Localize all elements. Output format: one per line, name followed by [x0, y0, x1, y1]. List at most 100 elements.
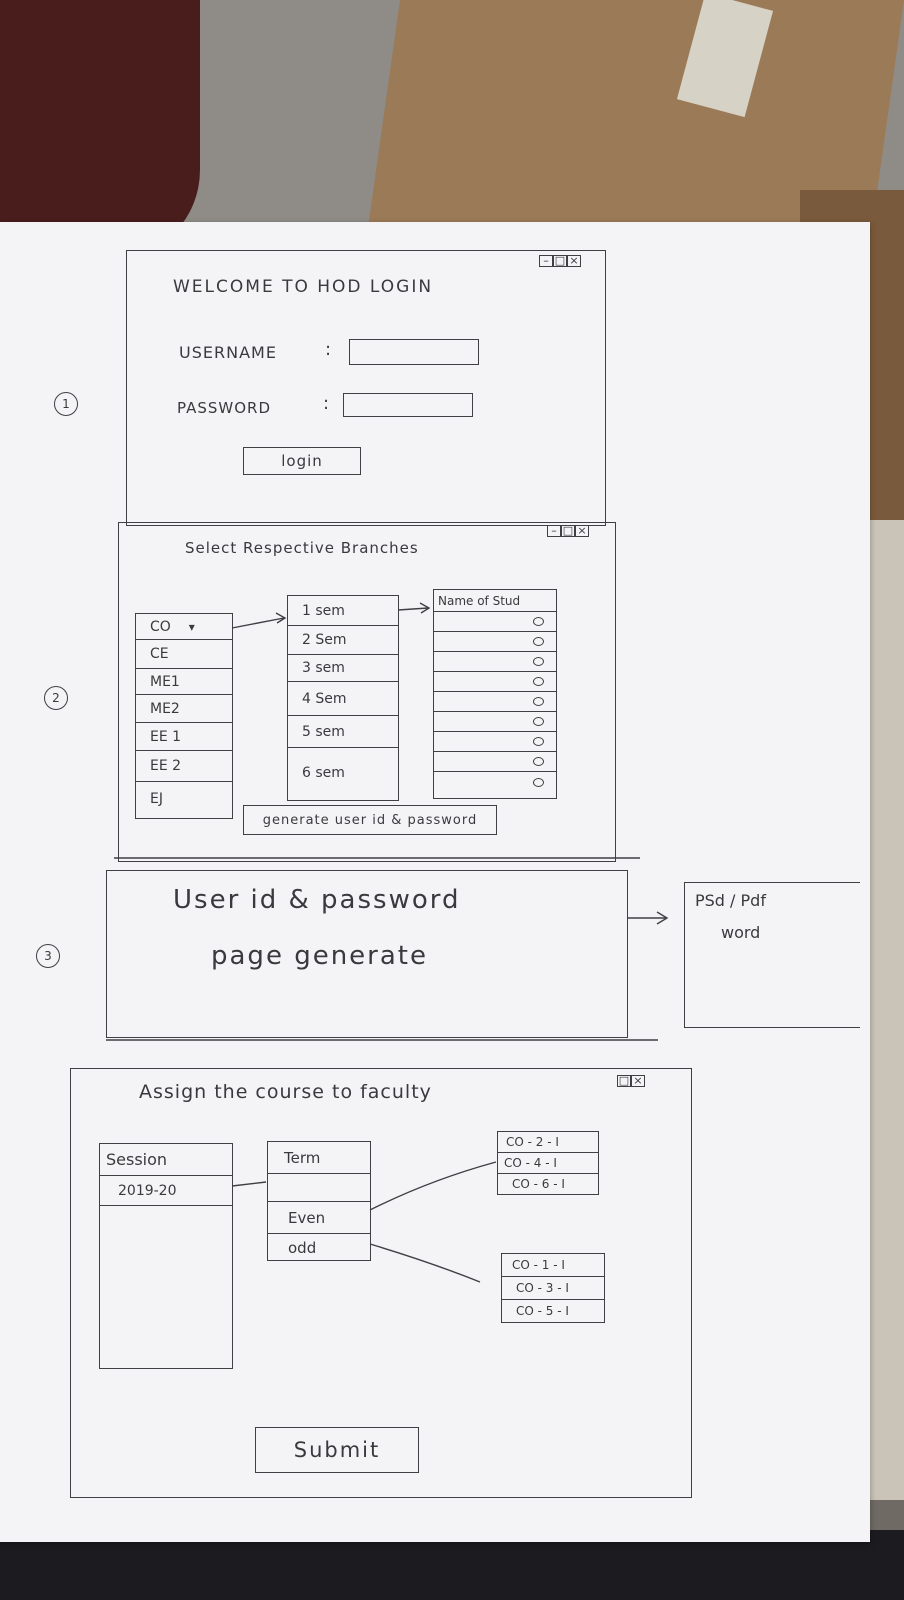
term-item-blank[interactable] — [268, 1174, 370, 1202]
userid-page-line2: page generate — [211, 941, 428, 971]
branch-item-me2[interactable]: ME2 — [136, 695, 232, 723]
radio-icon[interactable] — [533, 677, 544, 686]
connector-lines — [106, 602, 669, 1283]
password-input[interactable] — [343, 393, 473, 417]
radio-icon[interactable] — [533, 757, 544, 766]
login-button[interactable]: login — [243, 447, 361, 475]
password-label: PASSWORD — [177, 399, 272, 417]
semester-item-4[interactable]: 4 Sem — [288, 682, 398, 716]
arrow-head-icon — [656, 911, 669, 925]
student-row[interactable] — [434, 672, 556, 692]
semester-item-5[interactable]: 5 sem — [288, 716, 398, 748]
branch-item-ej[interactable]: EJ — [150, 791, 163, 807]
userid-page-line1: User id & password — [173, 885, 461, 915]
export-format-line2: word — [721, 923, 761, 942]
student-row[interactable] — [434, 692, 556, 712]
close-icon[interactable]: × — [575, 525, 589, 537]
branch-list: CO ▾ CE ME1 ME2 EE 1 EE 2 EJ — [135, 613, 233, 819]
login-title: WELCOME TO HOD LOGIN — [173, 277, 434, 297]
branch-item-ce[interactable]: CE — [136, 640, 232, 669]
window-controls: □ × — [617, 1075, 645, 1087]
student-row[interactable] — [434, 752, 556, 772]
step-number-1: 1 — [54, 392, 78, 416]
arrow-head-icon — [419, 602, 431, 614]
submit-button[interactable]: Submit — [255, 1427, 419, 1473]
paper-sheet: 1 WELCOME TO HOD LOGIN – □ × USERNAME : … — [0, 222, 870, 1542]
semester-item-3[interactable]: 3 sem — [288, 655, 398, 682]
semester-to-students-arrow — [397, 607, 429, 611]
step-number-3: 3 — [36, 944, 60, 968]
term-item-odd[interactable]: odd — [288, 1239, 317, 1257]
odd-course-list: CO - 1 - I CO - 3 - I CO - 5 - I — [501, 1253, 605, 1323]
student-rows — [434, 612, 556, 792]
term-header: Term — [268, 1142, 370, 1174]
export-format-line1: PSd / Pdf — [695, 891, 766, 910]
window-controls: – □ × — [547, 525, 589, 537]
dropdown-arrow-icon[interactable]: ▾ — [188, 619, 195, 634]
radio-icon[interactable] — [533, 637, 544, 646]
step-number-2: 2 — [44, 686, 68, 710]
branches-title: Select Respective Branches — [185, 539, 419, 557]
session-item[interactable]: 2019-20 — [100, 1176, 232, 1206]
close-icon[interactable]: × — [567, 255, 581, 267]
radio-icon[interactable] — [533, 717, 544, 726]
student-row[interactable] — [434, 632, 556, 652]
session-header: Session — [100, 1144, 232, 1176]
student-list-header: Name of Stud — [434, 590, 556, 612]
minimize-icon[interactable]: – — [547, 525, 561, 537]
login-window: WELCOME TO HOD LOGIN – □ × USERNAME : PA… — [126, 250, 606, 526]
minimize-icon[interactable]: – — [539, 255, 553, 267]
semester-item-1[interactable]: 1 sem — [288, 596, 398, 626]
radio-icon[interactable] — [533, 737, 544, 746]
session-list: Session 2019-20 — [99, 1143, 233, 1369]
export-format-box: PSd / Pdf word — [684, 882, 860, 1028]
course-item[interactable]: CO - 3 - I — [502, 1277, 604, 1300]
maximize-icon[interactable]: □ — [553, 254, 567, 267]
radio-icon[interactable] — [533, 657, 544, 666]
semester-item-6[interactable]: 6 sem — [302, 765, 345, 781]
maximize-icon[interactable]: □ — [561, 524, 575, 537]
semester-item-2[interactable]: 2 Sem — [288, 626, 398, 655]
username-input[interactable] — [349, 339, 479, 365]
arrow-head-icon — [275, 612, 287, 624]
window-controls: – □ × — [539, 255, 581, 267]
term-item-even[interactable]: Even — [268, 1202, 370, 1234]
student-row[interactable] — [434, 652, 556, 672]
even-course-list: CO - 2 - I CO - 4 - I CO - 6 - I — [497, 1131, 599, 1195]
course-item[interactable]: CO - 6 - I — [512, 1177, 565, 1191]
student-row[interactable] — [434, 612, 556, 632]
odd-to-courses-line — [369, 1243, 481, 1283]
session-to-term-line — [231, 1181, 267, 1187]
course-item[interactable]: CO - 1 - I — [502, 1254, 604, 1277]
student-list: Name of Stud — [433, 589, 557, 799]
maximize-icon[interactable]: □ — [617, 1074, 631, 1087]
course-item[interactable]: CO - 5 - I — [516, 1304, 569, 1318]
student-row[interactable] — [434, 732, 556, 752]
radio-icon[interactable] — [533, 697, 544, 706]
course-item[interactable]: CO - 4 - I — [498, 1153, 598, 1174]
assign-course-window: Assign the course to faculty □ × Session… — [70, 1068, 692, 1498]
radio-icon[interactable] — [533, 617, 544, 626]
student-row[interactable] — [434, 772, 556, 792]
close-icon[interactable]: × — [631, 1075, 645, 1087]
course-item[interactable]: CO - 2 - I — [498, 1132, 598, 1153]
branches-window: Select Respective Branches – □ × CO ▾ CE… — [118, 522, 616, 862]
branch-label: CO — [150, 618, 171, 635]
term-list: Term Even odd — [267, 1141, 371, 1261]
password-colon: : — [323, 393, 330, 414]
branch-item-ee2[interactable]: EE 2 — [136, 751, 232, 782]
radio-icon[interactable] — [533, 777, 544, 787]
photo-background-dark-object — [0, 0, 200, 260]
branch-item-ee1[interactable]: EE 1 — [136, 723, 232, 751]
username-colon: : — [325, 339, 332, 360]
username-label: USERNAME — [179, 343, 277, 362]
assign-course-title: Assign the course to faculty — [139, 1081, 432, 1103]
semester-list: 1 sem 2 Sem 3 sem 4 Sem 5 sem 6 sem — [287, 595, 399, 801]
branch-item-co[interactable]: CO ▾ — [136, 614, 232, 640]
even-to-courses-line — [369, 1161, 497, 1211]
generate-credentials-button[interactable]: generate user id & password — [243, 805, 497, 835]
branch-item-me1[interactable]: ME1 — [136, 669, 232, 695]
userid-window: User id & password page generate — [106, 870, 628, 1038]
branch-to-semester-arrow — [231, 617, 285, 629]
student-row[interactable] — [434, 712, 556, 732]
